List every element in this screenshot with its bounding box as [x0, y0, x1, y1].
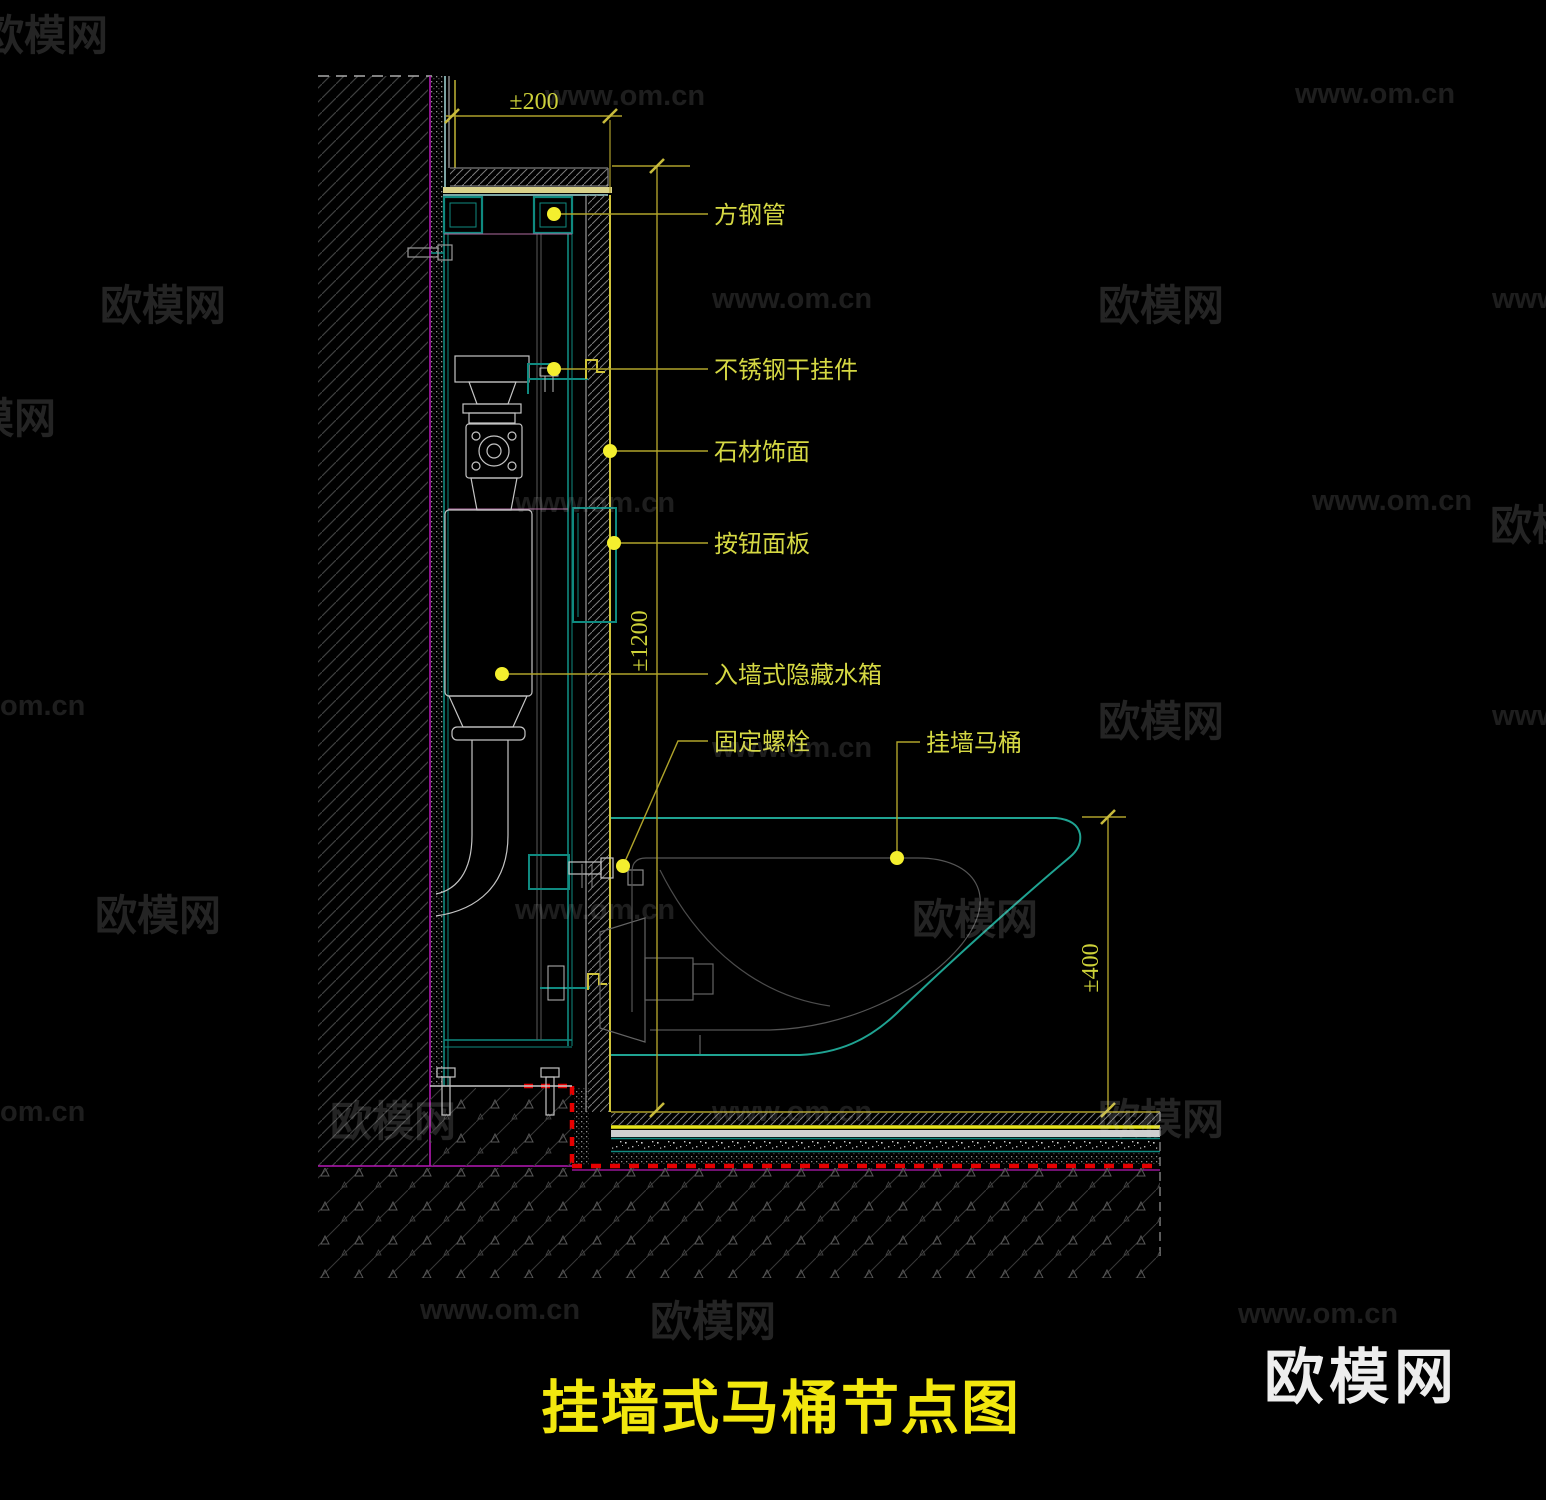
callout-fixing-bolt: 固定螺栓 — [714, 729, 810, 756]
anchor-bolts — [436, 1067, 560, 1116]
dim-200-text: ±200 — [509, 89, 558, 115]
drain-pipe-outer — [435, 740, 509, 917]
callout-button-panel: 按钮面板 — [714, 531, 810, 558]
brand-logo: 欧模网 — [1264, 1344, 1459, 1411]
mortar-layer — [611, 1140, 1160, 1151]
flange-bolt — [471, 461, 481, 471]
slab-hatch — [318, 1168, 1160, 1278]
wall-plaster-layer — [431, 76, 443, 1086]
ceiling-khaki-trim — [443, 187, 612, 193]
valve-port-inner — [486, 443, 502, 459]
callout-stainless-hanger: 不锈钢干挂件 — [714, 357, 858, 384]
bowl-inner-curve — [659, 869, 831, 1007]
leader-lines — [502, 213, 920, 867]
toilet-drain-connection — [599, 857, 981, 1054]
dim-tick — [649, 1102, 665, 1118]
hanger-bracket-lower — [540, 965, 607, 1001]
wall-anchor-bolt — [407, 244, 453, 261]
square-steel-tube-inner — [449, 202, 477, 228]
toilet-inner-shell — [631, 857, 981, 1031]
dimension-200: ±200 — [444, 89, 622, 193]
square-steel-tube — [442, 195, 484, 235]
concealed-tank — [435, 355, 533, 917]
cistern-taper — [448, 695, 528, 728]
dim-tick — [1100, 1102, 1116, 1118]
stone-hook — [585, 359, 605, 379]
cistern-body — [444, 509, 533, 697]
plinth-hatch — [430, 1088, 572, 1166]
wall-hatch — [318, 76, 428, 1166]
leveling-layer — [611, 1153, 1160, 1164]
stone-hook — [587, 973, 607, 990]
ceiling-section — [443, 167, 612, 196]
valve-top-plate — [454, 355, 530, 383]
upstand-dots — [574, 1088, 589, 1166]
callouts: 方钢管 不锈钢干挂件 石材饰面 按钮面板 入墙式隐藏水箱 固定螺栓 挂墙马桶 — [495, 202, 1022, 873]
toilet-outline — [611, 817, 1082, 1056]
dim-tick — [1100, 809, 1116, 825]
dim-1200-text: ±1200 — [627, 610, 653, 671]
flange-bolt — [507, 431, 517, 441]
concrete-structure — [318, 1067, 1160, 1278]
hanger-bracket — [527, 359, 605, 394]
tile-hatch — [611, 1113, 1160, 1125]
callout-stone-finish: 石材饰面 — [714, 439, 810, 466]
drain-bell — [451, 726, 526, 741]
square-steel-tube — [532, 195, 574, 235]
flange-bolt — [471, 431, 481, 441]
dim-tick — [444, 108, 460, 124]
bedding-layer — [611, 1130, 1160, 1137]
flange-bolt — [507, 461, 517, 471]
dimension-400: ±400 — [1078, 809, 1126, 1118]
button-panel — [572, 507, 617, 623]
drawing-title: 挂墙式马桶节点图 — [541, 1376, 1021, 1441]
valve-lower-body — [470, 477, 518, 511]
dim-tick — [602, 108, 618, 124]
dim-tick — [649, 158, 665, 174]
square-steel-tube-inner — [539, 202, 567, 228]
valve-cone — [468, 381, 517, 405]
callout-concealed-cistern: 入墙式隐藏水箱 — [714, 662, 882, 689]
valve-port-outer — [478, 435, 510, 467]
dimension-1200: ±1200 — [612, 158, 690, 1118]
ceiling-hatch — [450, 169, 608, 186]
drain-pipe-inner — [435, 740, 473, 895]
dim-400-text: ±400 — [1078, 943, 1104, 992]
wall-hung-toilet — [611, 817, 1082, 1056]
fixing-bolt-assembly — [528, 854, 644, 890]
callout-square-steel-tube: 方钢管 — [714, 202, 786, 229]
stone-hatch — [588, 195, 609, 1112]
callout-wall-hung-toilet: 挂墙马桶 — [926, 730, 1022, 757]
wall-section — [318, 75, 572, 1167]
steel-frame — [431, 195, 574, 1086]
stone-panel — [585, 195, 611, 1112]
floor-assembly — [611, 1111, 1161, 1262]
valve-collar — [462, 403, 522, 414]
leader-dots — [495, 207, 904, 873]
valve-neck — [468, 412, 516, 424]
